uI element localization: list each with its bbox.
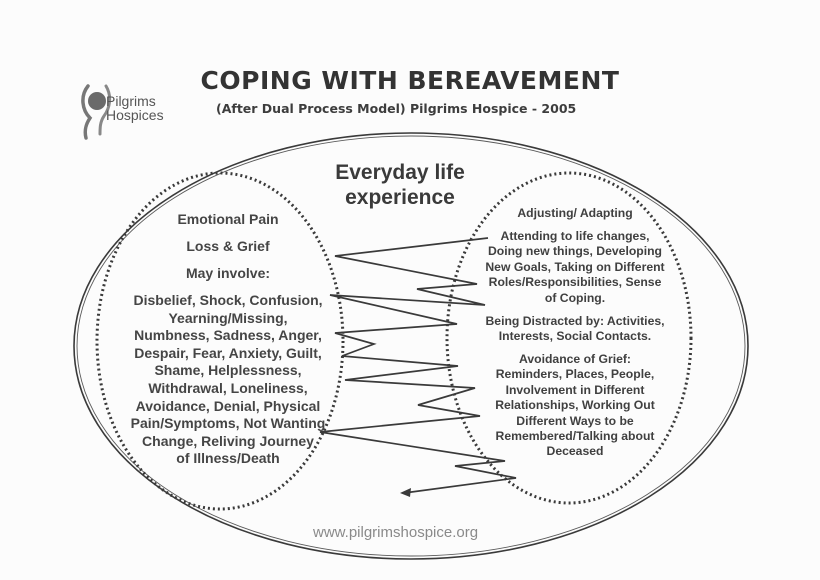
arrowhead-icon bbox=[400, 488, 411, 497]
right-line: Attending to life changes, bbox=[500, 229, 650, 243]
logo-line2: Hospices bbox=[106, 107, 164, 123]
page-title: COPING WITH BEREAVEMENT bbox=[200, 66, 620, 95]
left-line: Avoidance, Denial, Physical bbox=[135, 397, 321, 414]
right-section-distracted: Being Distracted by: Activities, Interes… bbox=[470, 314, 680, 345]
left-grief-reactions-list: Disbelief, Shock, Confusion, Yearning/Mi… bbox=[118, 292, 338, 468]
left-heading-may-involve: May involve: bbox=[185, 265, 271, 281]
oscillation-zigzag-line bbox=[319, 237, 517, 494]
left-line: Disbelief, Shock, Confusion, bbox=[133, 292, 323, 308]
right-line: New Goals, Taking on Different bbox=[485, 259, 665, 274]
right-line: Involvement in Different bbox=[505, 382, 645, 397]
left-line: Withdrawal, Loneliness, bbox=[148, 379, 308, 396]
outer-ellipse bbox=[73, 132, 749, 560]
right-line: Interests, Social Contacts. bbox=[498, 329, 652, 344]
right-section-attending: Attending to life changes, Doing new thi… bbox=[470, 229, 680, 306]
right-line: Remembered/Talking about bbox=[495, 429, 655, 444]
left-line: Yearning/Missing, bbox=[168, 309, 288, 326]
right-line: of Coping. bbox=[544, 290, 606, 305]
restoration-orientation-circle bbox=[445, 171, 693, 505]
loss-orientation-circle bbox=[95, 171, 345, 511]
center-label-line2: experience bbox=[345, 186, 455, 209]
right-line: Roles/Responsibilities, Sense bbox=[488, 275, 662, 290]
right-section-avoidance: Avoidance of Grief: Reminders, Places, P… bbox=[470, 352, 680, 460]
left-line: Change, Reliving Journey bbox=[142, 432, 314, 449]
left-line: of Illness/Death bbox=[176, 450, 280, 467]
logo-line1: Pilgrims bbox=[106, 93, 156, 109]
person-arms-raised-icon bbox=[81, 84, 112, 140]
left-heading-loss-grief: Loss & Grief bbox=[186, 238, 270, 254]
right-line: Being Distracted by: Activities, bbox=[485, 314, 665, 328]
center-label: Everyday life experience bbox=[310, 160, 490, 210]
logo: Pilgrims Hospices bbox=[106, 94, 164, 122]
right-line: Different Ways to be bbox=[516, 413, 634, 428]
right-line: Deceased bbox=[546, 444, 604, 459]
left-line: Numbness, Sadness, Anger, bbox=[134, 327, 322, 344]
right-line: Reminders, Places, People, bbox=[495, 367, 655, 382]
left-line: Despair, Fear, Anxiety, Guilt, bbox=[134, 344, 322, 361]
footer-website-url: www.pilgrimshospice.org bbox=[313, 524, 479, 541]
left-heading-emotional-pain: Emotional Pain bbox=[177, 211, 279, 227]
page-subtitle: (After Dual Process Model) Pilgrims Hosp… bbox=[216, 101, 577, 116]
right-line: Doing new things, Developing bbox=[487, 244, 662, 259]
left-line: Shame, Helplessness, bbox=[154, 362, 302, 379]
right-line: Relationships, Working Out bbox=[495, 398, 655, 413]
right-line: Avoidance of Grief: bbox=[519, 352, 631, 366]
center-label-line1: Everyday life bbox=[335, 161, 465, 184]
left-line: Pain/Symptoms, Not Wanting bbox=[130, 415, 326, 432]
right-heading-adjusting: Adjusting/ Adapting bbox=[517, 206, 633, 220]
